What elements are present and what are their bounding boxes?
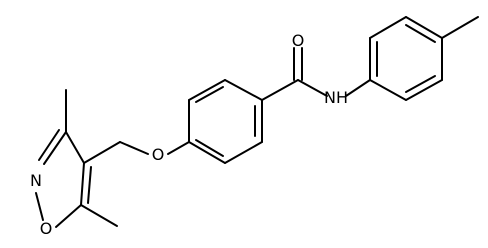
isoxazole-nitrogen-label: N: [30, 171, 42, 190]
atom-labels: O NH O N O: [30, 31, 348, 238]
ether-oxygen-label: O: [152, 145, 165, 164]
carbonyl-oxygen-label: O: [292, 31, 305, 50]
amide-nh-label: NH: [324, 88, 348, 107]
amide-group: [261, 47, 371, 101]
isoxazole-oxygen-label: O: [40, 219, 53, 238]
isoxazole-ring: [35, 89, 118, 228]
ether-linkage: [83, 141, 190, 164]
benzamide-ring: [188, 79, 263, 164]
toluidine-ring: [369, 16, 479, 101]
